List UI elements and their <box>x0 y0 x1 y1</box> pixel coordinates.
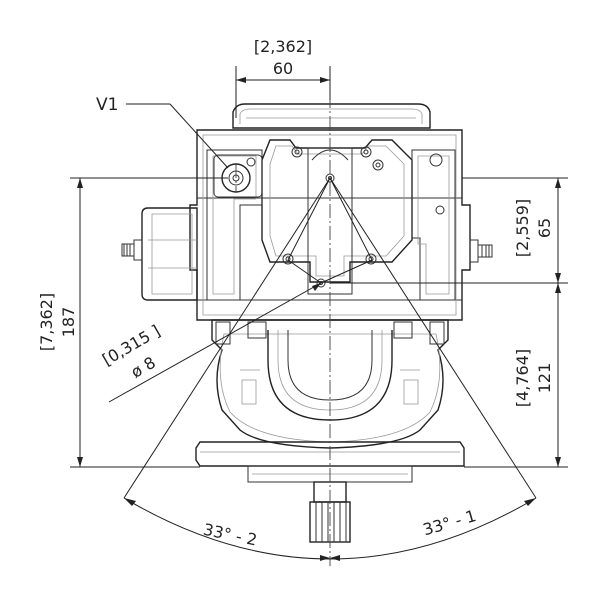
left-actuator <box>121 207 198 301</box>
angle-right-label: 33° - 1 <box>421 506 479 539</box>
upper-height-mm-label: 65 <box>535 218 554 238</box>
bore-mm-label: ø 8 <box>128 353 159 382</box>
total-height-inch-label: [7,362] <box>37 293 56 351</box>
right-fitting <box>469 239 493 263</box>
pump-body <box>121 103 493 543</box>
width-inch-label: [2,362] <box>254 37 312 56</box>
bolt-group <box>246 146 445 288</box>
lower-height-mm-label: 121 <box>535 363 554 394</box>
valve-label: V1 <box>96 95 118 115</box>
upper-height-inch-label: [2,559] <box>513 199 532 257</box>
dimension-lines <box>70 66 568 561</box>
width-mm-label: 60 <box>273 59 293 78</box>
total-height-mm-label: 187 <box>59 307 78 338</box>
lower-height-inch-label: [4,764] <box>513 349 532 407</box>
